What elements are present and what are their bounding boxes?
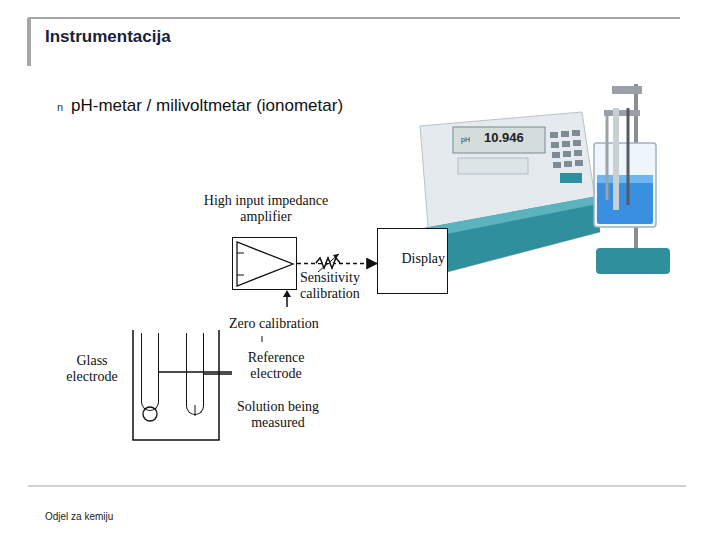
wire: [159, 371, 232, 373]
glass-bulb: [143, 407, 157, 421]
calibration-label: Sensitivity calibration: [300, 270, 376, 302]
ph-meter-photo: [420, 84, 670, 276]
screen-unit: pH: [461, 136, 470, 143]
reference-electrode: Reference electrode: [186, 333, 204, 415]
node-text: Display: [382, 251, 445, 267]
amplifier-input: [237, 275, 244, 276]
amplifier-symbol: [237, 242, 293, 286]
screen-reading: 10.946: [484, 130, 524, 145]
footer-text: Odjel za kemiju: [45, 511, 113, 522]
calibration-label: Zero calibration: [229, 316, 369, 332]
bullet-mark: n: [57, 101, 63, 113]
node-text: Glass electrode: [52, 353, 132, 385]
bullet-text: pH-metar / milivoltmetar (ionometar): [71, 96, 343, 116]
slide-title: Instrumentacija: [45, 27, 171, 47]
frame-line: [28, 17, 680, 19]
amplifier-box: High input impedance amplifier: [232, 237, 297, 290]
node-text: Reference electrode: [231, 350, 321, 382]
node-text: High input impedance amplifier: [181, 193, 351, 225]
resistor-symbol: [316, 258, 340, 268]
frame-bar: [27, 18, 31, 66]
calibration-arrowhead: [283, 290, 291, 297]
glass-electrode: Glass electrode: [141, 333, 159, 411]
solution-label: Solution being measured: [236, 399, 320, 431]
display-box: Display: [377, 228, 448, 294]
resistor-symbol: [316, 258, 340, 268]
wire: [204, 373, 232, 375]
calibration-tick: [262, 336, 263, 342]
amplifier-input: [237, 253, 244, 254]
footer-line: [28, 485, 686, 487]
beaker: [133, 330, 219, 440]
